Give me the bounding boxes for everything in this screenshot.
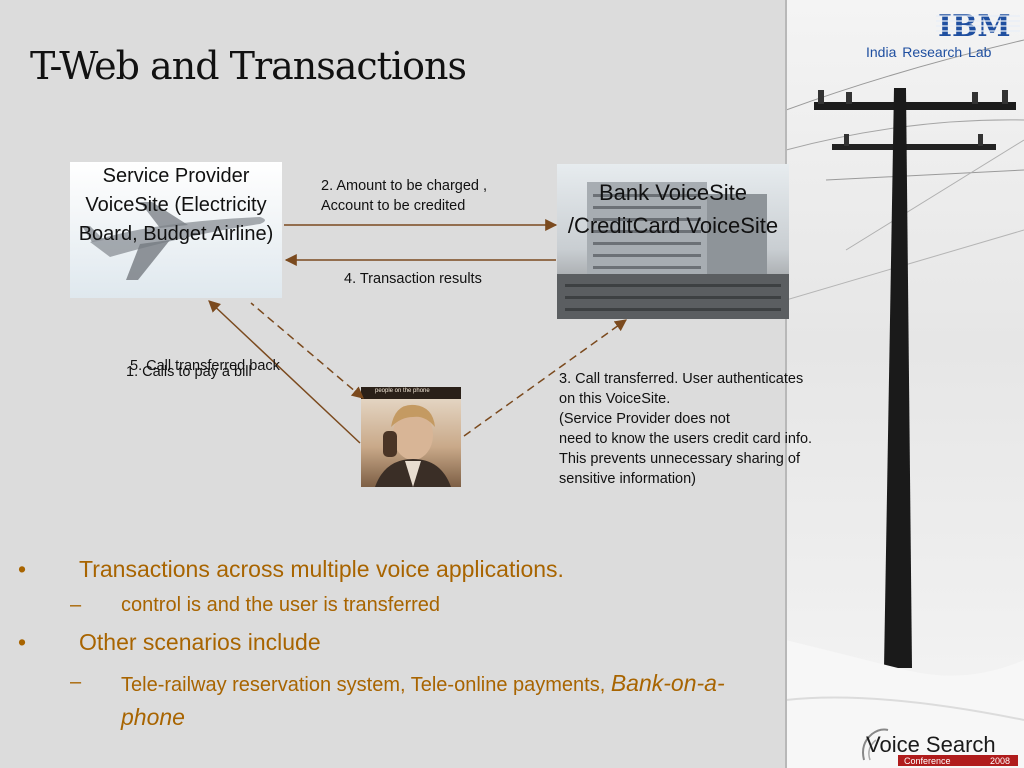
bullet-item-2-sub-emphasis: Bank-on-a-phone: [121, 670, 725, 730]
photo-caption: people on the phone: [375, 388, 430, 394]
edge-label-results: 4. Transaction results: [344, 271, 482, 287]
logo-year-text: 2008: [990, 756, 1010, 766]
arrow-calls-to-pay: [208, 300, 361, 444]
panel-divider: [785, 0, 787, 768]
edge-label-amount: 2. Amount to be charged , Account to be …: [321, 178, 488, 214]
logo-sub-text: Conference: [904, 756, 951, 766]
building-icon: [557, 182, 789, 319]
bullet-item-1-sub: control is and the user is transferred: [121, 594, 441, 616]
service-provider-label: Service Provider VoiceSite (Electricity …: [78, 165, 274, 245]
slide-title: T-Web and Transactions: [30, 44, 467, 88]
edge-label-transferred-back: 5. Call transferred back: [130, 358, 280, 374]
dash-marker: –: [70, 594, 82, 616]
bullet-item-1: Transactions across multiple voice appli…: [79, 556, 564, 582]
ibm-logo-icon: IBM: [936, 9, 1020, 42]
telephone-pole-photo: [785, 0, 1024, 768]
bullet-item-2: Other scenarios include: [79, 629, 321, 655]
bank-box: Bank VoiceSite /CreditCard VoiceSite: [557, 164, 789, 319]
bank-label: Bank VoiceSite /CreditCard VoiceSite: [567, 180, 779, 238]
logo-main-text: Voice Search: [866, 732, 996, 757]
arrow-call-transferred: [463, 319, 627, 437]
edge-label-call-transferred: 3. Call transferred. User authenticates …: [559, 371, 813, 487]
bullet-item-2-sub: Tele-railway reservation system, Tele-on…: [121, 667, 761, 735]
user-on-phone-photo: people on the phone: [361, 387, 461, 487]
flow-arrows: [208, 219, 627, 444]
left-panel: [0, 0, 786, 768]
lab-name: India Research Lab: [866, 44, 992, 60]
person-on-phone-icon: [375, 404, 451, 487]
bullet-marker: •: [18, 556, 27, 582]
arrow-call-transferred-back: [250, 302, 364, 399]
bullet-item-2-sub-text: Tele-railway reservation system, Tele-on…: [121, 674, 611, 696]
service-provider-box: Service Provider VoiceSite (Electricity …: [70, 162, 282, 298]
voice-search-conference-logo: Voice Search Conference 2008: [862, 728, 1018, 766]
edge-label-calls-to-pay: 1. Calls to pay a bill: [126, 364, 252, 380]
telephone-pole-icon: [785, 39, 1024, 768]
bullet-marker: •: [18, 629, 27, 655]
dash-marker: –: [70, 671, 82, 693]
airplane-icon: [82, 202, 265, 280]
